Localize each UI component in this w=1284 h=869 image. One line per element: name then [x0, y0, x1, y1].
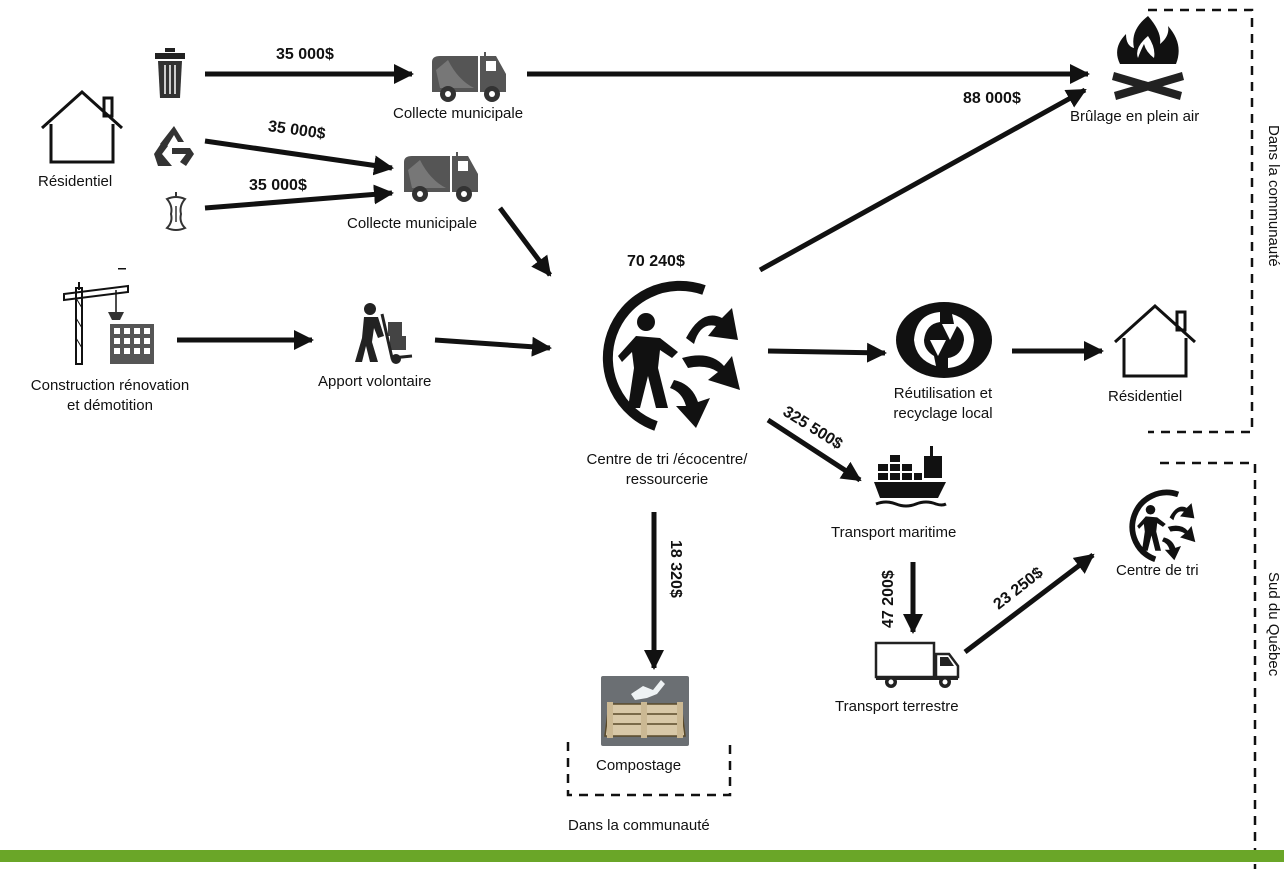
label-reuse-line2: recyclage local	[893, 405, 993, 422]
region-community-border	[1148, 8, 1254, 434]
arrow-organics-to-collection	[204, 184, 394, 211]
ship-icon	[874, 446, 947, 508]
amount-sorting-center: 70 240$	[627, 253, 685, 270]
trash-can-icon	[155, 48, 185, 98]
garbage-truck-icon	[432, 52, 506, 102]
recycle-icon	[154, 126, 194, 166]
amount-burning: 88 000$	[963, 90, 1021, 107]
apple-core-icon	[165, 192, 187, 231]
arrow-drop-to-sorting	[434, 336, 552, 357]
label-community-bottom: Dans la communauté	[568, 817, 710, 834]
label-reuse: Réutilisation et recyclage local	[868, 384, 1018, 424]
truck-icon	[874, 641, 960, 688]
label-composting: Compostage	[596, 757, 682, 774]
sorting-arrows-icon	[1129, 489, 1196, 563]
label-construction: Construction rénovation et démotition	[8, 376, 212, 416]
label-voluntary-drop: Apport volontaire	[318, 373, 432, 390]
label-collection-mid: Collecte municipale	[347, 215, 478, 232]
amount-maritime-to-land: 47 200$	[880, 570, 897, 628]
arrow-recycle-to-collection	[204, 138, 394, 176]
label-open-burning: Brûlage en plein air	[1070, 108, 1200, 125]
region-label-south-quebec: Sud du Québec	[1265, 572, 1282, 677]
label-construction-line1: Construction rénovation	[30, 377, 190, 394]
green-dot-icon	[896, 302, 992, 378]
label-sorting-south: Centre de tri	[1116, 562, 1199, 579]
crane-icon	[63, 268, 154, 365]
arrow-sorting-to-maritime	[766, 417, 862, 483]
region-compost-border	[566, 742, 732, 797]
house-icon	[1113, 303, 1197, 378]
label-construction-line2: et démotition	[67, 397, 153, 414]
footer-bar	[0, 850, 1284, 862]
sorting-arrows-icon	[602, 280, 740, 431]
label-collection-top: Collecte municipale	[393, 105, 524, 122]
label-sorting-center: Centre de tri /écocentre/ ressourcerie	[560, 450, 774, 490]
label-land: Transport terrestre	[835, 698, 959, 715]
arrow-land-to-sorting-south	[963, 553, 1095, 654]
arrow-sorting-to-burning	[758, 87, 1087, 273]
label-residential-dest: Résidentiel	[1108, 388, 1183, 405]
label-maritime: Transport maritime	[831, 524, 957, 541]
garbage-truck-icon	[404, 152, 478, 202]
label-reuse-line1: Réutilisation et	[893, 385, 993, 402]
amount-trash: 35 000$	[276, 46, 334, 63]
label-residential-source: Résidentiel	[38, 173, 113, 190]
label-sorting-center-line2: ressourcerie	[625, 471, 709, 488]
region-label-community: Dans la communauté	[1265, 125, 1282, 267]
hand-truck-icon	[355, 303, 413, 364]
compost-bin-icon	[601, 676, 689, 746]
fire-icon	[1112, 16, 1184, 100]
amount-organics: 35 000$	[249, 177, 307, 194]
house-icon	[40, 89, 124, 164]
arrow-sorting-to-reuse	[767, 342, 887, 363]
arrow-collection-to-sorting	[497, 206, 553, 277]
amount-compost: 18 320$	[667, 540, 684, 598]
label-sorting-center-line1: Centre de tri /écocentre/	[586, 451, 748, 468]
